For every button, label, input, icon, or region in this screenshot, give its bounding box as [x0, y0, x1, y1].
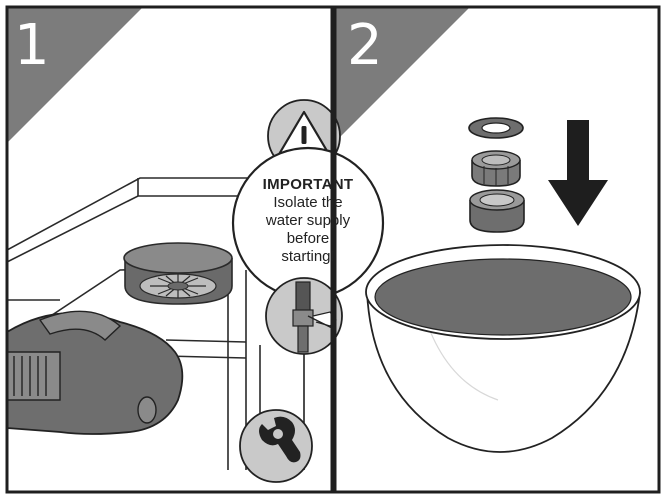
- panel-step-2: [335, 7, 641, 453]
- notice-line: water supply: [265, 212, 351, 229]
- aerator-washer: [468, 117, 524, 139]
- notice-line: Isolate the: [273, 194, 343, 211]
- panel-2-frame: [333, 5, 661, 494]
- aerator-parts: [468, 117, 525, 233]
- down-arrow-icon: [548, 120, 608, 226]
- tap-aerator: [123, 242, 233, 305]
- important-notice: IMPORTANT Isolate the water supply befor…: [238, 176, 378, 266]
- adjustable-wrench: [7, 310, 184, 435]
- step-1-corner: [7, 7, 143, 143]
- step-1-number: 1: [14, 13, 50, 78]
- notice-line: starting!: [281, 248, 335, 265]
- aerator-housing: [469, 189, 525, 233]
- basin-with-water: [365, 244, 641, 453]
- warning-stack: [231, 99, 385, 483]
- isolation-valve-icon: [265, 277, 343, 355]
- panel-1-frame: [5, 5, 334, 494]
- spanner-icon: [239, 409, 313, 483]
- aerator-insert: [471, 150, 521, 187]
- panel-step-1: [7, 7, 332, 470]
- step-2-number: 2: [347, 13, 383, 78]
- notice-title: IMPORTANT: [262, 176, 354, 193]
- step-2-corner: [335, 7, 470, 142]
- notice-line: before: [286, 230, 330, 247]
